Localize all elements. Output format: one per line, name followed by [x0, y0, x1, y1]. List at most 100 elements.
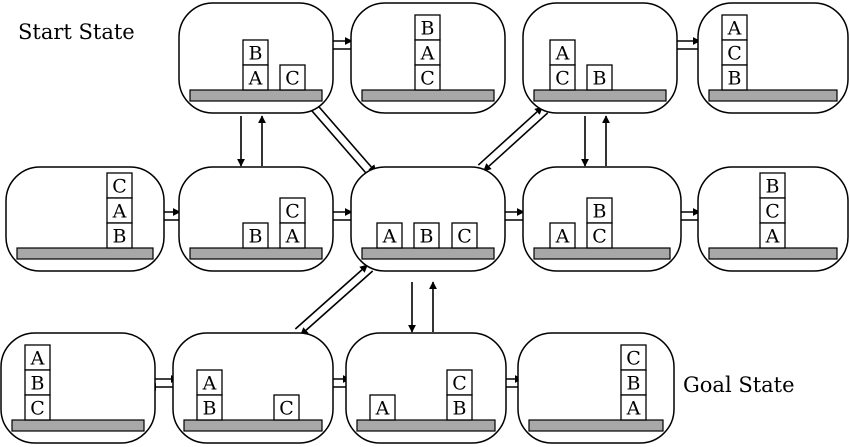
block-a: [620, 394, 647, 421]
state-s7: A B C: [350, 166, 506, 272]
block-letter: B: [766, 176, 780, 198]
block-letter: A: [727, 18, 742, 40]
state-s10: ABC: [0, 332, 156, 444]
block-c: [414, 64, 441, 91]
block-letter: A: [382, 226, 397, 248]
block-letter: A: [375, 398, 390, 420]
block-a: [279, 222, 306, 249]
block-letter: C: [555, 68, 570, 90]
block-letter: C: [30, 398, 45, 420]
block-letter: A: [248, 68, 263, 90]
arrow-s7-to-s11: [300, 270, 374, 336]
block-c: [446, 369, 473, 396]
block-c: [279, 64, 306, 91]
block-b: [721, 64, 748, 91]
table-surface: [533, 247, 671, 260]
block-b: [196, 394, 223, 421]
block-c: [24, 394, 51, 421]
block-b: [106, 222, 133, 249]
state-s4: ACB: [697, 2, 849, 114]
block-c: [586, 222, 613, 249]
block-a: [24, 344, 51, 371]
block-a: [721, 14, 748, 41]
block-letter: B: [593, 68, 607, 90]
state-s6: BCA: [178, 166, 334, 272]
state-s3: AC B: [522, 2, 678, 114]
table-surface: [361, 89, 495, 102]
block-letter: A: [626, 398, 641, 420]
table-surface: [708, 247, 838, 260]
block-b: [413, 222, 440, 249]
goal-state-label: Goal State: [683, 373, 795, 397]
block-letter: B: [728, 68, 742, 90]
block-letter: C: [727, 43, 742, 65]
block-letter: B: [627, 373, 641, 395]
state-s2: BAC: [350, 2, 506, 114]
state-s12: A CB: [345, 332, 507, 444]
block-c: [721, 39, 748, 66]
block-letter: C: [592, 226, 607, 248]
block-letter: A: [765, 226, 780, 248]
arrow-s7-to-s3: [477, 106, 543, 166]
block-b: [446, 394, 473, 421]
block-b: [24, 369, 51, 396]
block-letter: B: [593, 201, 607, 223]
table-surface: [183, 419, 323, 432]
block-letter: C: [457, 226, 472, 248]
block-a: [196, 369, 223, 396]
block-letter: B: [249, 43, 263, 65]
block-a: [549, 222, 576, 249]
block-a: [414, 39, 441, 66]
state-s5: CAB: [5, 166, 165, 272]
block-a: [369, 394, 396, 421]
block-letter: C: [452, 373, 467, 395]
table-surface: [189, 89, 323, 102]
block-letter: C: [112, 176, 127, 198]
block-letter: C: [285, 68, 300, 90]
block-letter: A: [420, 43, 435, 65]
block-letter: B: [203, 398, 217, 420]
block-letter: B: [420, 226, 434, 248]
block-c: [273, 394, 300, 421]
table-surface: [708, 89, 838, 102]
block-c: [620, 344, 647, 371]
block-letter: B: [421, 18, 435, 40]
table-surface: [16, 247, 154, 260]
state-s13: CBA: [517, 332, 675, 444]
block-letter: B: [31, 373, 45, 395]
table-surface: [11, 419, 145, 432]
block-letter: B: [113, 226, 127, 248]
block-c: [451, 222, 478, 249]
state-s11: AB C: [172, 332, 334, 444]
start-state-label: Start State: [18, 20, 135, 44]
block-c: [549, 64, 576, 91]
block-letter: A: [112, 201, 127, 223]
table-surface: [189, 247, 323, 260]
table-surface: [533, 89, 667, 102]
block-letter: B: [453, 398, 467, 420]
table-surface: [361, 247, 495, 260]
block-b: [620, 369, 647, 396]
arrow-s7-to-s1: [302, 100, 371, 179]
block-a: [759, 222, 786, 249]
block-letter: C: [626, 348, 641, 370]
block-c: [759, 197, 786, 224]
block-b: [414, 14, 441, 41]
block-letter: A: [555, 43, 570, 65]
block-b: [586, 64, 613, 91]
state-s9: BCA: [697, 166, 849, 272]
block-a: [106, 197, 133, 224]
table-surface: [356, 419, 496, 432]
table-surface: [528, 419, 664, 432]
block-letter: A: [202, 373, 217, 395]
block-b: [759, 172, 786, 199]
block-letter: B: [249, 226, 263, 248]
block-letter: A: [30, 348, 45, 370]
arrow-s3-to-s7: [483, 112, 549, 172]
block-letter: C: [279, 398, 294, 420]
block-letter: C: [765, 201, 780, 223]
arrow-s1-to-s7: [308, 94, 377, 173]
